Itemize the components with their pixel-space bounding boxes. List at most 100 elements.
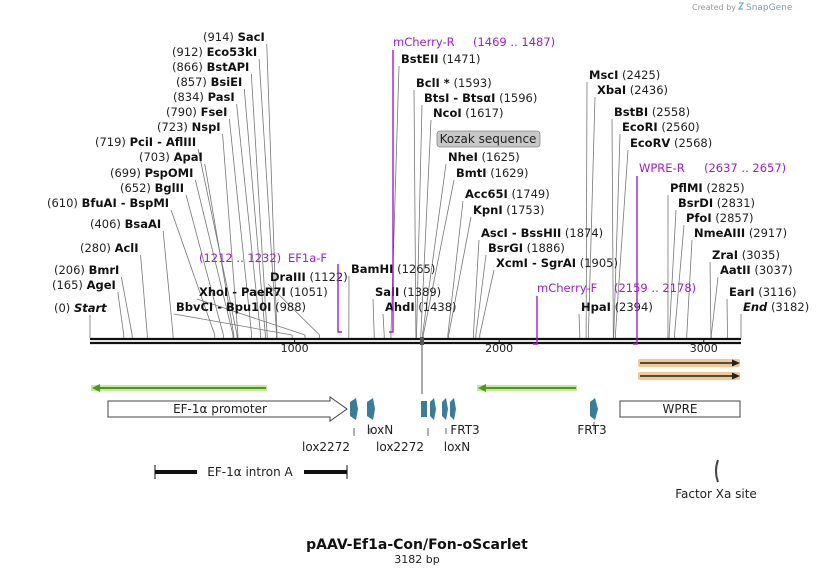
- restriction-site-label: BsrGI (1886): [488, 241, 565, 255]
- arrow-left-icon: [92, 384, 100, 392]
- kozak-box: [436, 130, 541, 148]
- orange-arrows: [638, 359, 740, 380]
- backbone: [90, 337, 741, 345]
- site-leader-line: [243, 88, 266, 336]
- site-leader-line: [472, 239, 480, 336]
- restriction-site-label: HpaI (2394): [581, 300, 653, 314]
- credit-brand: SnapGene: [746, 3, 793, 13]
- restriction-site-label: (719) PciI - AflIII: [95, 135, 196, 149]
- site-leader-line: [120, 276, 133, 336]
- site-leader-line: [674, 224, 685, 336]
- restriction-site-label: BstBI (2558): [614, 105, 690, 119]
- recombination-sites: lox2272 loxN lox2272 FRT3 loxN FRT3: [302, 345, 607, 454]
- frt3-label: FRT3: [450, 423, 479, 437]
- restriction-site-label: PflMI (2825): [670, 181, 745, 195]
- site-leader-line: [709, 261, 712, 336]
- ef1a-promoter-label: EF-1α promoter: [173, 402, 267, 416]
- arrow-left-icon: [478, 384, 486, 392]
- site-leader-line: [611, 118, 614, 336]
- site-leader-line: [420, 119, 432, 336]
- site-leader-line: [258, 58, 277, 336]
- restriction-site-label: BsrDI (2831): [678, 196, 755, 210]
- primer-wpre-r: WPRE-R (2637 .. 2657): [633, 161, 786, 345]
- frt3-label: FRT3: [577, 423, 606, 437]
- restriction-site-label: (866) BstAPI: [172, 60, 249, 74]
- restriction-site-label: (834) PasI: [173, 90, 235, 104]
- site-leader-line: [447, 200, 464, 336]
- backbone-feature-marker: [420, 337, 424, 345]
- restriction-site-label: (652) BglII: [120, 181, 184, 195]
- restriction-site-label: Acc65I (1749): [465, 187, 550, 201]
- lox2272-site-icon: [350, 398, 358, 420]
- restriction-site-label: PfoI (2857): [686, 211, 754, 225]
- site-leader-line: [578, 313, 581, 336]
- site-leader-line: [448, 216, 472, 336]
- restriction-site-label: BmtI (1629): [456, 166, 528, 180]
- primer-range: (2637 .. 2657): [704, 161, 786, 175]
- restriction-site-label: BamHI (1265): [351, 262, 435, 276]
- restriction-site-label: (280) AclI: [80, 241, 139, 255]
- restriction-site-label: DraIII (1122): [270, 270, 348, 284]
- site-leader-line: [710, 276, 719, 336]
- primer-range: (2159 .. 2178): [614, 281, 696, 295]
- factor-xa-feature: Factor Xa site: [675, 459, 757, 501]
- site-leader-line: [422, 179, 455, 336]
- site-leader-line: [382, 313, 385, 336]
- snapgene-credit: Created by SnapGene: [692, 2, 793, 13]
- orf-arrows: [91, 384, 577, 392]
- site-leader-line: [668, 209, 677, 336]
- credit-prefix: Created by: [692, 3, 736, 12]
- factor-xa-site-icon: [715, 459, 719, 483]
- site-leader-line: [587, 96, 596, 336]
- site-leader-line: [614, 149, 629, 336]
- restriction-site-label: EarI (3116): [729, 285, 796, 299]
- lox2272-site-icon: [421, 401, 427, 417]
- site-leader-line: [390, 65, 400, 336]
- site-labels: (0) Start(165) AgeI(206) BmrI(280) AclI(…: [47, 30, 809, 315]
- ef1a-intron-label: EF-1α intron A: [207, 465, 293, 479]
- map-title: pAAV-Ef1a-Con/Fon-oScarlet: [306, 537, 528, 553]
- promoter-arrow-icon: [107, 396, 348, 422]
- orange-arrow-1: [638, 359, 740, 367]
- site-leader-line: [266, 43, 278, 336]
- site-leader-line: [117, 291, 125, 336]
- restriction-site-label: (914) SacI: [203, 30, 265, 44]
- site-leader-line: [196, 298, 306, 336]
- restriction-site-label: AhdI (1438): [385, 300, 457, 314]
- site-leader-line: [416, 104, 423, 336]
- site-leader-line: [162, 230, 174, 336]
- restriction-site-label: XhoI - PaeR7I (1051): [199, 285, 328, 299]
- restriction-site-label: KpnI (1753): [473, 203, 545, 217]
- arrow-right-icon: [732, 359, 740, 367]
- primer-mcherry-r: mCherry-R (1469 .. 1487): [389, 35, 555, 333]
- loxn-site-icon: [367, 398, 375, 420]
- frt3-site-icon: [590, 398, 598, 420]
- primers: mCherry-R (1469 .. 1487) (1212 .. 1232) …: [199, 35, 786, 345]
- restriction-site-label: EcoRI (2560): [622, 120, 700, 134]
- restriction-site-label: (790) FseI: [166, 105, 227, 119]
- loxn-label: loxN: [367, 423, 393, 437]
- restriction-site-label: (165) AgeI: [52, 278, 116, 292]
- frt3-site-icon: [450, 398, 456, 420]
- restriction-site-label: NheI (1625): [448, 150, 520, 164]
- restriction-site-label: BstEII (1471): [401, 52, 480, 66]
- lox2272-label: lox2272: [302, 440, 350, 454]
- site-leader-line: [413, 89, 417, 336]
- site-leader-line: [372, 298, 375, 336]
- restriction-site-label: (206) BmrI: [54, 263, 119, 277]
- restriction-site-label: XcmI - SgrAI (1905): [496, 256, 618, 270]
- restriction-site-label: SalI (1389): [375, 285, 441, 299]
- restriction-site-label: (723) NspI: [157, 120, 221, 134]
- site-leader-line: [228, 118, 253, 336]
- restriction-site-label: (912) Eco53kI: [172, 45, 257, 59]
- site-leader-line: [267, 283, 320, 336]
- primer-wpre-r-line: [633, 176, 638, 345]
- primer-ef1a-f-line: [337, 264, 342, 333]
- loxn-site-icon: [442, 398, 448, 420]
- restriction-site-label: BbvCI - Bpu10I (988): [176, 300, 306, 314]
- restriction-site-label: (610) BfuAI - BspMI: [47, 196, 169, 210]
- snapgene-logo-icon: [737, 2, 745, 10]
- restriction-site-label: End (3182): [743, 300, 809, 314]
